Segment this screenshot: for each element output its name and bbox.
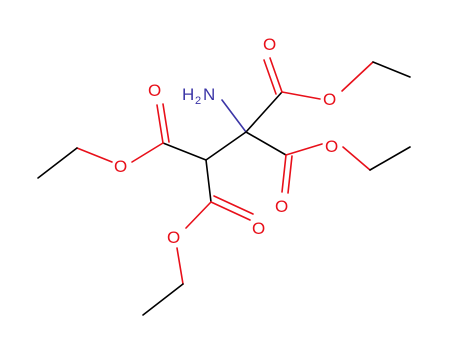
bond-o8-ch2: [176, 247, 184, 285]
bond-c2-o4-a: [281, 154, 287, 193]
atom-o3: O: [325, 137, 338, 156]
bond-ch-c4: [205, 159, 212, 203]
bond-c3-o6: [131, 142, 164, 163]
bond-c1-o1-b: [263, 59, 277, 95]
bond-o2-ch2: [341, 61, 374, 92]
amine-group-label: H 2 N: [182, 85, 215, 107]
atom-o6: O: [114, 157, 127, 176]
bond-o6-ch2: [76, 147, 113, 163]
atom-o5: O: [148, 81, 161, 100]
bond-c4-o8: [185, 201, 212, 229]
amine-h-label: H: [182, 85, 194, 104]
bond-c3-o5-a: [156, 104, 164, 144]
bond-c2-o3: [285, 143, 323, 156]
bond-c3-o5-b: [162, 103, 170, 143]
bond-ethyl1: [372, 61, 411, 78]
atom-o1: O: [263, 35, 276, 54]
bond-cq-c2: [245, 131, 287, 156]
atom-o2: O: [323, 90, 336, 109]
bond-cq-ch: [205, 131, 247, 161]
atom-o8: O: [167, 228, 180, 247]
bond-o3-ch2: [342, 146, 371, 171]
bond-c4-o7-a: [210, 201, 251, 221]
amine-subscript: 2: [195, 95, 201, 107]
bond-ethyl3: [37, 147, 78, 179]
atom-o4: O: [275, 197, 288, 216]
bond-c2-o4-b: [287, 155, 293, 194]
bond-c4-o7-b: [213, 195, 254, 215]
bond-ethyl4: [142, 283, 184, 316]
bond-ch-c3: [162, 142, 207, 161]
amine-n-label: N: [203, 85, 215, 104]
bond-cq-n: [221, 99, 247, 133]
bond-c1-o1-a: [269, 57, 283, 93]
atom-o7: O: [252, 219, 265, 238]
bond-cq-c1: [245, 91, 283, 133]
bond-ethyl2: [369, 146, 411, 171]
bond-c1-o2: [281, 91, 321, 100]
